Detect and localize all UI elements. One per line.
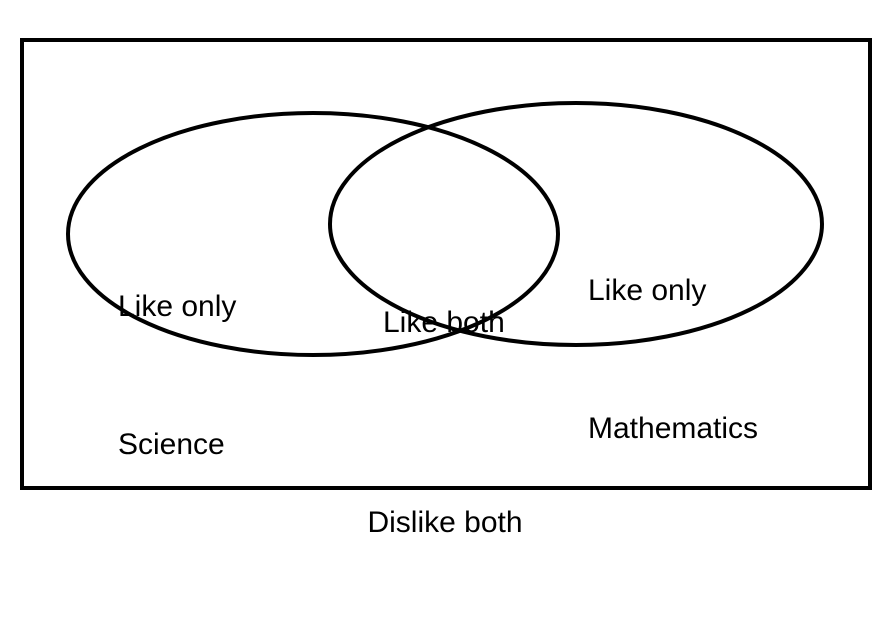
universal-set-rectangle bbox=[20, 38, 872, 490]
venn-diagram-graphics bbox=[20, 38, 872, 490]
region-label-like-only-mathematics: Like only Mathematics bbox=[588, 176, 758, 544]
venn-diagram-canvas: Like only Science Like both Like only Ma… bbox=[20, 38, 872, 539]
mathematics-ellipse bbox=[328, 101, 824, 347]
region-label-like-only-science-line-1: Like only bbox=[118, 290, 237, 323]
region-label-like-only-science-line-2: Science bbox=[118, 428, 225, 461]
region-label-dislike-both-line-1: Dislike both bbox=[367, 506, 523, 539]
region-label-like-only-science: Like only Science bbox=[118, 192, 236, 560]
region-label-like-both-line-1: Like both bbox=[383, 306, 505, 339]
region-label-like-only-mathematics-line-1: Like only bbox=[588, 274, 707, 307]
region-label-dislike-both: Dislike both bbox=[0, 408, 890, 638]
region-label-like-only-mathematics-line-2: Mathematics bbox=[588, 412, 759, 445]
region-label-like-both: Like both bbox=[383, 208, 505, 438]
science-ellipse bbox=[66, 111, 560, 357]
